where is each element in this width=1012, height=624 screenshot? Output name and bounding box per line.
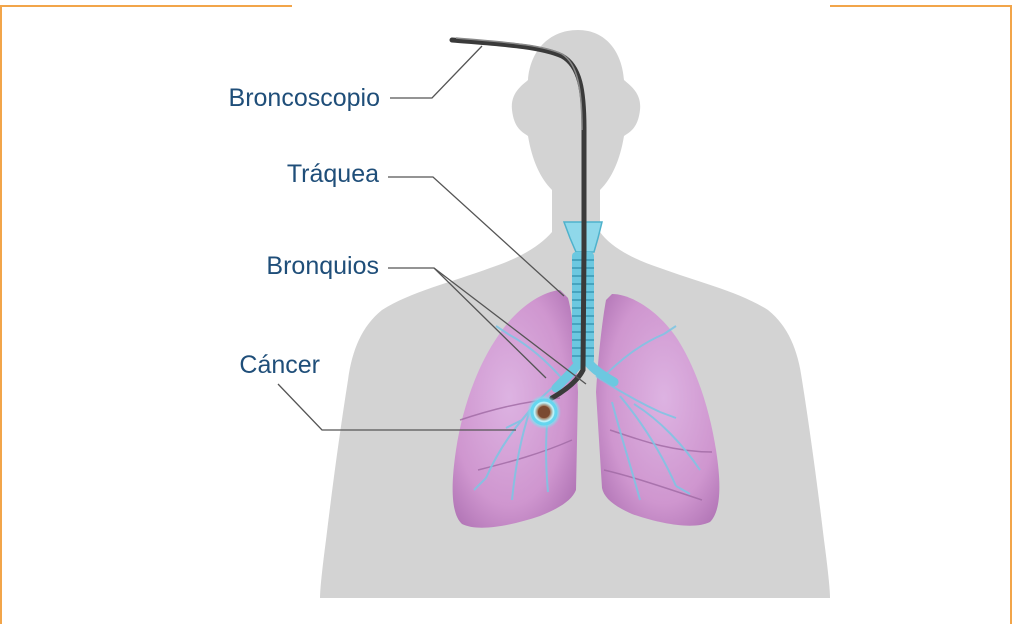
label-broncoscopio: Broncoscopio [229,84,380,112]
leader-broncoscopio [390,46,482,98]
label-traquea: Tráquea [287,160,379,188]
label-bronquios: Bronquios [266,252,379,280]
label-cancer: Cáncer [239,351,320,379]
tumor [527,395,561,429]
